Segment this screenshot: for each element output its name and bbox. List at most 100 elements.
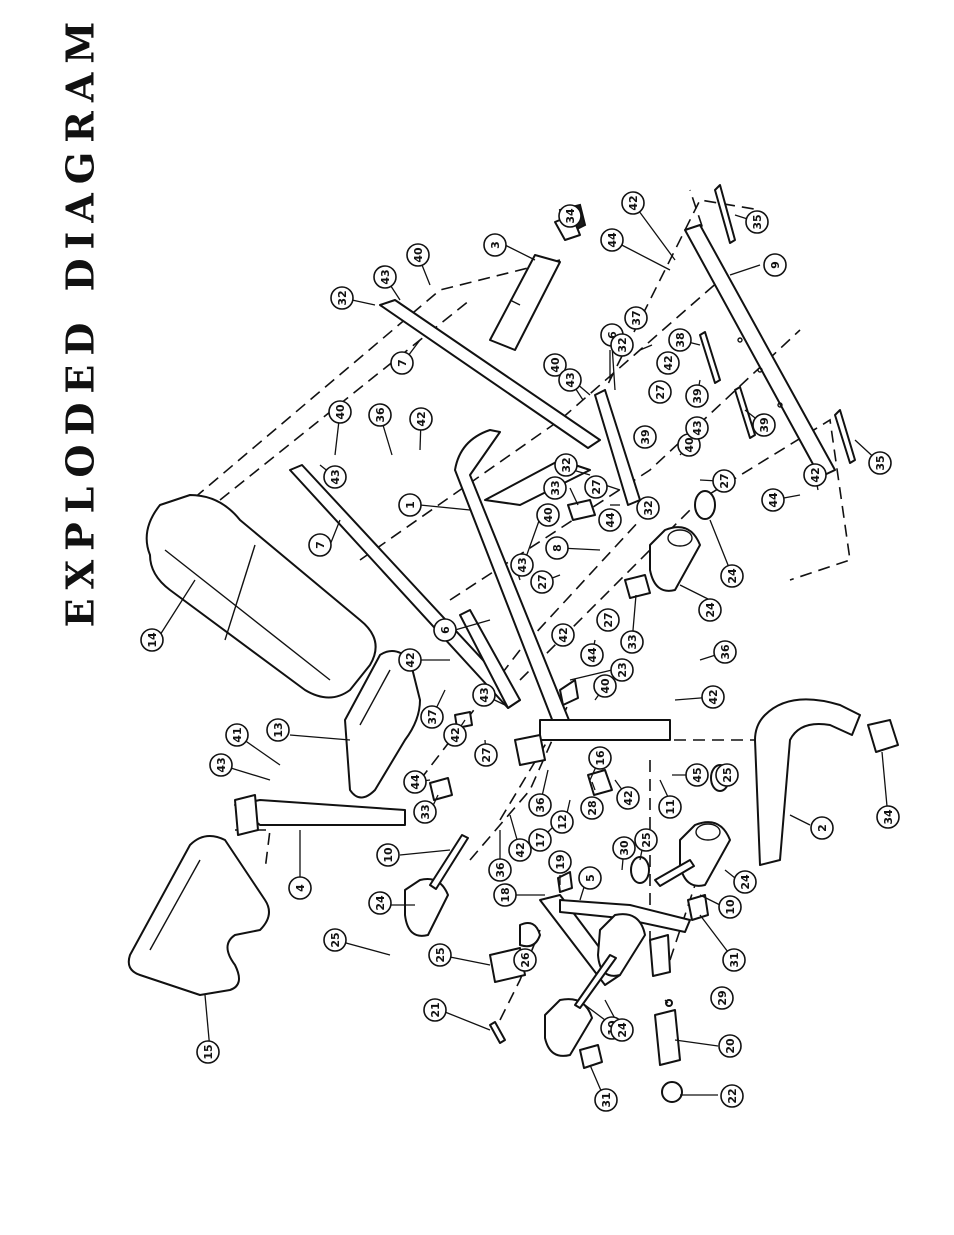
- callout: 17: [528, 828, 552, 852]
- callout: 27: [474, 743, 498, 767]
- callout: 26: [513, 948, 537, 972]
- part-callouts: 1 2 3 4 5 6 6 7 7 8 9 10 10 10 11 12 13 …: [140, 191, 900, 1112]
- roller-pads: [404, 526, 731, 1057]
- svg-text:28: 28: [586, 800, 599, 815]
- callout: 13: [266, 718, 290, 742]
- callout: 40: [593, 674, 617, 698]
- svg-text:40: 40: [334, 404, 347, 420]
- callout: 15: [196, 1040, 220, 1064]
- callout: 44: [403, 770, 427, 794]
- callout: 42: [616, 786, 640, 810]
- callout: 30: [612, 836, 636, 860]
- svg-text:12: 12: [556, 814, 569, 829]
- svg-text:43: 43: [691, 420, 704, 435]
- callout: 24: [720, 564, 744, 588]
- roller-pad-24a: [649, 526, 701, 592]
- svg-text:42: 42: [622, 790, 635, 805]
- svg-text:36: 36: [494, 862, 507, 878]
- svg-text:42: 42: [415, 411, 428, 426]
- callout: 45: [685, 763, 709, 787]
- callout: 32: [554, 453, 578, 477]
- callout: 18: [493, 883, 517, 907]
- svg-text:24: 24: [739, 874, 752, 890]
- svg-text:32: 32: [616, 337, 629, 352]
- callout: 36: [368, 403, 392, 427]
- callout: 41: [225, 723, 249, 747]
- rods: [429, 834, 695, 1009]
- svg-text:39: 39: [639, 429, 652, 444]
- svg-text:38: 38: [674, 332, 687, 347]
- svg-text:27: 27: [602, 612, 615, 627]
- callout: 10: [376, 843, 400, 867]
- svg-text:21: 21: [429, 1002, 442, 1017]
- callout: 36: [528, 793, 552, 817]
- svg-text:27: 27: [480, 747, 493, 762]
- callout: 39: [685, 384, 709, 408]
- svg-text:3: 3: [489, 241, 502, 249]
- callout: 16: [588, 746, 612, 770]
- callout: 43: [685, 416, 709, 440]
- svg-text:43: 43: [564, 372, 577, 387]
- svg-text:27: 27: [718, 473, 731, 488]
- callout: 39: [633, 425, 657, 449]
- callout: 27: [530, 570, 554, 594]
- roller-pad-24b: [679, 821, 731, 887]
- svg-text:27: 27: [590, 479, 603, 494]
- callout: 44: [580, 643, 604, 667]
- svg-text:31: 31: [728, 952, 741, 967]
- roller-pad-24c: [404, 878, 449, 937]
- part-14-back-pad: [145, 494, 377, 699]
- callout: 44: [600, 228, 624, 252]
- callout: 2: [810, 816, 834, 840]
- roller-pad-24e: [544, 998, 593, 1057]
- callout: 6: [433, 618, 457, 642]
- callout: 24: [698, 598, 722, 622]
- callout: 42: [656, 351, 680, 375]
- callout: 9: [763, 253, 787, 277]
- part-4-seat-post: [234, 794, 406, 836]
- svg-text:23: 23: [616, 662, 629, 677]
- svg-text:43: 43: [379, 269, 392, 284]
- callout: 40: [543, 353, 567, 377]
- svg-text:41: 41: [231, 727, 244, 742]
- callout: 42: [803, 463, 827, 487]
- callout: 44: [761, 488, 785, 512]
- svg-text:7: 7: [396, 359, 409, 367]
- callout: 21: [423, 998, 447, 1022]
- svg-text:32: 32: [642, 500, 655, 515]
- callout: 7: [390, 351, 414, 375]
- svg-text:36: 36: [534, 797, 547, 813]
- svg-text:34: 34: [564, 208, 577, 224]
- callout: 42: [443, 723, 467, 747]
- callout: 24: [368, 891, 392, 915]
- callout: 27: [584, 475, 608, 499]
- svg-text:35: 35: [751, 214, 764, 229]
- svg-text:11: 11: [664, 799, 677, 814]
- svg-text:19: 19: [554, 854, 567, 869]
- svg-text:40: 40: [412, 247, 425, 263]
- callout: 24: [610, 1018, 634, 1042]
- svg-text:25: 25: [721, 767, 734, 782]
- svg-text:27: 27: [654, 384, 667, 399]
- callout: 1: [398, 493, 422, 517]
- svg-text:39: 39: [758, 417, 771, 432]
- callout: 42: [409, 407, 433, 431]
- svg-text:15: 15: [202, 1044, 215, 1059]
- part-6-brackets: [459, 389, 641, 709]
- svg-text:42: 42: [449, 727, 462, 742]
- svg-text:45: 45: [691, 767, 704, 782]
- callout: 25: [323, 928, 347, 952]
- callout: 42: [398, 648, 422, 672]
- svg-text:34: 34: [882, 809, 895, 825]
- svg-text:42: 42: [627, 195, 640, 210]
- svg-text:2: 2: [816, 824, 829, 832]
- svg-text:42: 42: [404, 652, 417, 667]
- svg-text:39: 39: [691, 388, 704, 403]
- callout: 34: [558, 204, 582, 228]
- svg-text:10: 10: [724, 899, 737, 915]
- callout: 33: [543, 476, 567, 500]
- callout: 19: [548, 850, 572, 874]
- callout: 43: [510, 553, 534, 577]
- svg-text:8: 8: [551, 544, 564, 552]
